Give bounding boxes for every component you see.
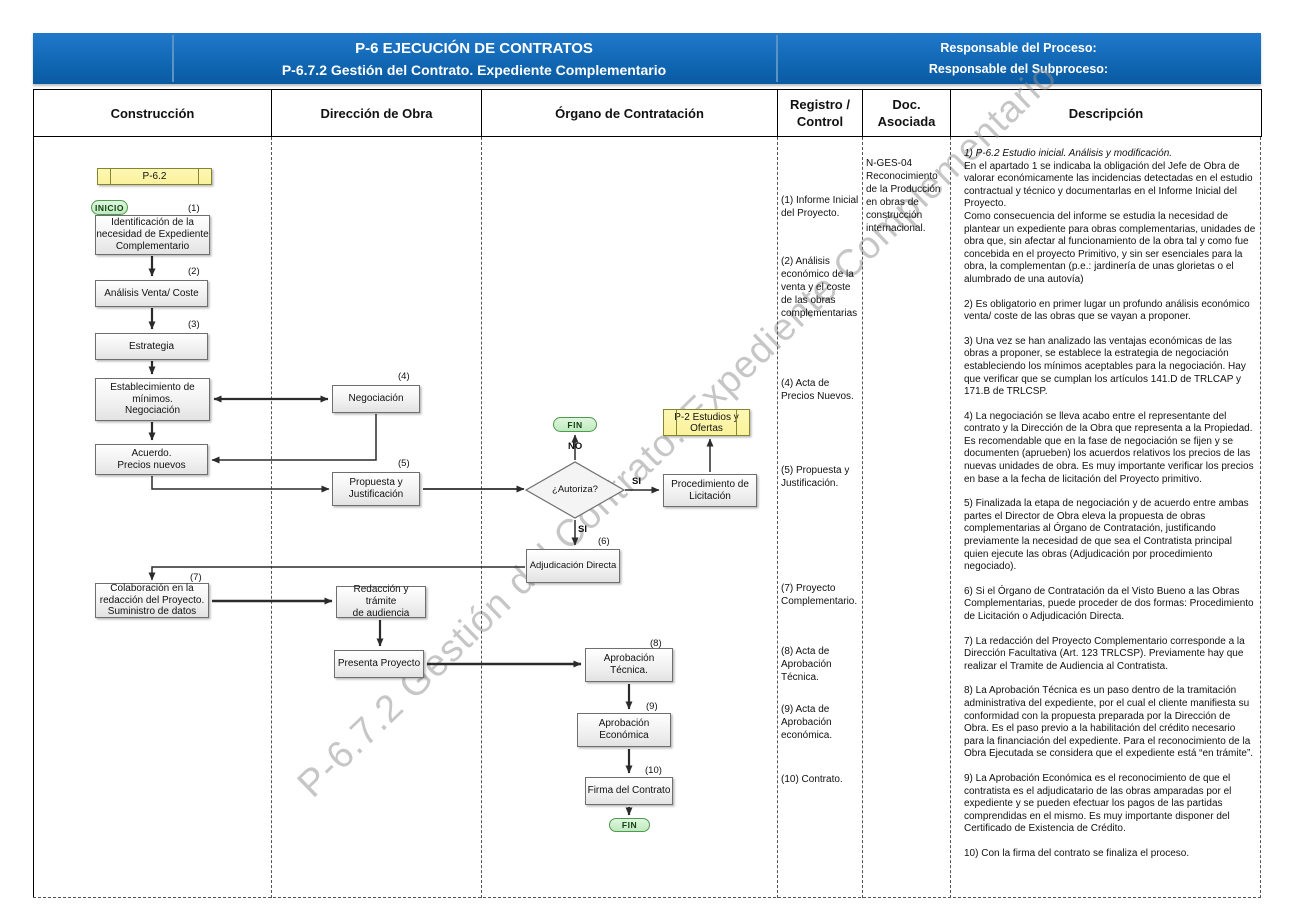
descripcion-p1: En el apartado 1 se indicaba la obligaci…	[964, 160, 1256, 285]
swimlane-divider	[481, 137, 482, 898]
descripcion-p3: 3) Una vez se han analizado las ventajas…	[964, 335, 1246, 398]
node-fin-terminator-bottom: FIN	[609, 818, 650, 832]
node-fin-terminator-top: FIN	[553, 417, 597, 432]
predefined-process-bar	[110, 169, 111, 184]
step-number-7: (7)	[190, 572, 202, 583]
step-number-3: (3)	[188, 319, 200, 330]
responsible-subprocess-label: Responsable del Subproceso:	[928, 61, 1109, 76]
registro-item-1: (1) Informe Inicial del Proyecto.	[781, 195, 859, 219]
node-autoriza-decision-label: ¿Autoriza?	[552, 484, 598, 495]
registro-item-4: (4) Acta de Precios Nuevos.	[781, 378, 854, 402]
node-propuesta-justificacion: Propuesta y Justificación	[332, 472, 420, 506]
registro-item-10: (10) Contrato.	[781, 774, 843, 785]
registro-item-5: (5) Propuesta y Justificación.	[781, 465, 850, 489]
header-bar: P-6 EJECUCIÓN DE CONTRATOS P-6.7.2 Gesti…	[33, 33, 1261, 84]
decision-si-down-label: SI	[578, 524, 587, 535]
column-header-registro-control: Registro / Control	[777, 89, 863, 137]
predefined-process-bar	[676, 410, 677, 435]
process-title-line1: P-6 EJECUCIÓN DE CONTRATOS	[355, 39, 593, 57]
registro-item-8: (8) Acta de Aprobación Técnica.	[781, 646, 832, 683]
node-p2-estudios-ofertas: P-2 Estudios y Ofertas	[663, 409, 750, 436]
column-header-direccion-de-obra: Dirección de Obra	[271, 89, 482, 137]
node-inicio-terminator: INICIO	[91, 200, 128, 215]
predefined-process-bar	[736, 410, 737, 435]
node-negociacion: Negociación	[332, 385, 420, 413]
descripcion-p7: 7) La redacción del Proyecto Complementa…	[964, 635, 1245, 672]
registro-item-7: (7) Proyecto Complementario.	[781, 583, 858, 607]
node-p2-label: P-2 Estudios y Ofertas	[674, 411, 739, 434]
node-procedimiento-licitacion: Procedimiento de Licitación	[663, 474, 757, 507]
node-p62-predefined-process: P-6.2	[97, 168, 212, 185]
descripcion-p10: 10) Con la firma del contrato se finaliz…	[964, 847, 1190, 859]
swimlane-divider	[271, 137, 272, 898]
registro-item-9: (9) Acta de Aprobación económica.	[781, 704, 833, 741]
step-number-2: (2)	[188, 266, 200, 277]
descripcion-p8: 8) La Aprobación Técnica es un paso dent…	[964, 685, 1254, 760]
node-firma-del-contrato: Firma del Contrato	[585, 777, 673, 805]
descripcion-p2: 2) Es obligatorio en primer lugar un pro…	[964, 298, 1250, 323]
node-p62-label: P-6.2	[142, 171, 167, 182]
node-acuerdo-precios-nuevos: Acuerdo. Precios nuevos	[95, 444, 208, 475]
descripcion-p6: 6) Si el Órgano de Contratación da el Vi…	[964, 585, 1254, 622]
swimlane-border-left	[33, 137, 34, 898]
node-analisis-venta-coste: Análisis Venta/ Coste	[95, 280, 208, 307]
node-redaccion-tramite-audiencia: Redacción y trámite de audiencia	[336, 584, 426, 619]
decision-diamond	[524, 461, 626, 519]
node-estrategia: Estrategia	[95, 333, 208, 360]
step-number-5: (5)	[398, 458, 410, 469]
step-number-1: (1)	[188, 203, 200, 214]
registro-item-2: (2) Análisis económico de la venta y el …	[781, 256, 858, 319]
header-divider	[776, 35, 778, 82]
responsible-block: Responsable del Proceso: Responsable del…	[776, 33, 1261, 84]
column-header-organo-de-contratacion: Órgano de Contratación	[481, 89, 778, 137]
node-colaboracion-redaccion: Colaboración en la redacción del Proyect…	[95, 583, 209, 618]
decision-si-right-label: SI	[632, 476, 641, 487]
column-header-descripcion: Descripción	[950, 89, 1262, 137]
column-header-doc-asociada: Doc. Asociada	[862, 89, 951, 137]
process-title: P-6 EJECUCIÓN DE CONTRATOS P-6.7.2 Gesti…	[172, 33, 776, 84]
step-number-4: (4)	[398, 371, 410, 382]
node-aprobacion-tecnica: Aprobación Técnica.	[585, 648, 673, 682]
header-divider	[172, 35, 174, 82]
step-number-9: (9)	[646, 701, 658, 712]
swimlane-divider	[777, 137, 778, 898]
node-adjudicacion-directa: Adjudicación Directa	[526, 549, 620, 583]
predefined-process-bar	[198, 169, 199, 184]
node-identificacion: Identificación de la necesidad de Expedi…	[95, 215, 210, 255]
descripcion-text: 1) P-6.2 Estudio inicial. Análisis y mod…	[964, 148, 1256, 873]
descripcion-p9: 9) La Aprobación Económica es el reconoc…	[964, 772, 1232, 835]
swimlane-divider	[862, 137, 863, 898]
node-establecimiento-minimos: Establecimiento de mínimos. Negociación	[95, 378, 210, 421]
process-title-line2: P-6.7.2 Gestión del Contrato. Expediente…	[281, 61, 667, 78]
descripcion-p1-title: 1) P-6.2 Estudio inicial. Análisis y mod…	[964, 148, 1173, 159]
swimlane-divider	[950, 137, 951, 898]
doc-asociada-n-ges-04: N-GES-04 Reconocimiento de la Producción…	[866, 158, 941, 234]
responsible-process-label: Responsable del Proceso:	[940, 40, 1097, 55]
node-aprobacion-economica: Aprobación Económica	[577, 713, 671, 747]
descripcion-p4: 4) La negociación se lleva acabo entre e…	[964, 410, 1254, 485]
decision-no-label: NO	[568, 441, 583, 452]
step-number-8: (8)	[650, 638, 662, 649]
node-presenta-proyecto: Presenta Proyecto	[334, 650, 424, 678]
step-number-10: (10)	[645, 765, 662, 776]
step-number-6: (6)	[598, 536, 610, 547]
descripcion-p5: 5) Finalizada la etapa de negociación y …	[964, 498, 1249, 573]
swimlane-border-right	[1260, 137, 1261, 898]
sheet-bottom-border	[33, 897, 1261, 898]
